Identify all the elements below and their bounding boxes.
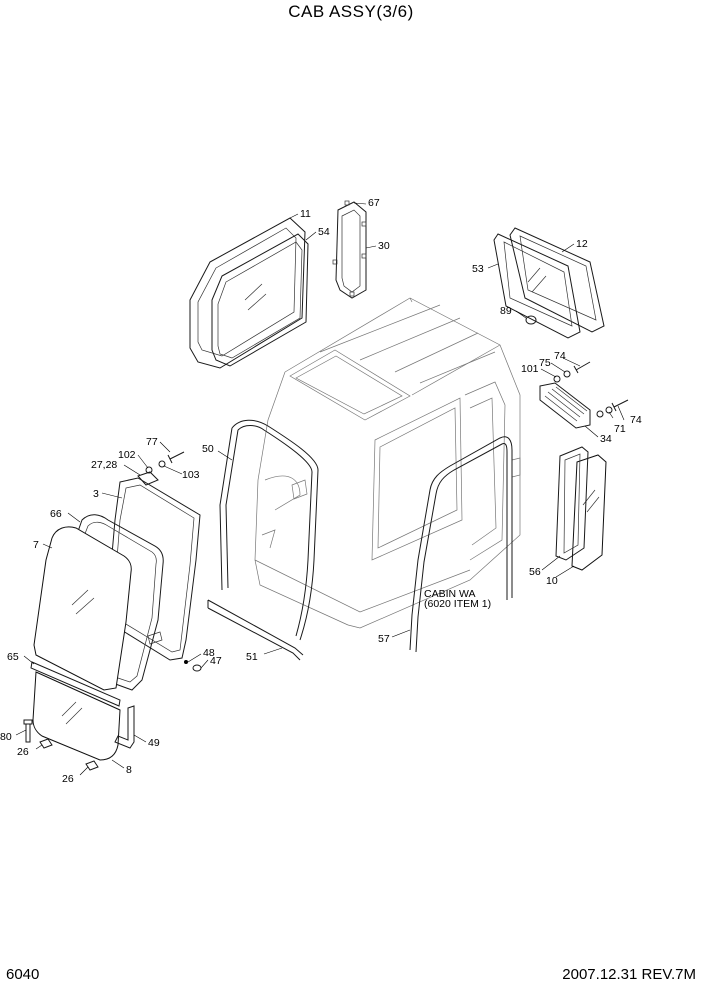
seal-part-57 bbox=[409, 436, 513, 653]
label-part-11: 11 bbox=[300, 208, 311, 220]
label-part-53: 53 bbox=[472, 263, 484, 275]
label-part-74b: 74 bbox=[630, 414, 642, 426]
label-part-66: 66 bbox=[50, 508, 62, 520]
note-line-1: CABIN WA bbox=[424, 588, 476, 600]
seal-part-54 bbox=[211, 233, 309, 367]
label-part-48: 48 bbox=[203, 647, 215, 659]
label-part-80: 80 bbox=[0, 731, 12, 743]
clip-part-26b bbox=[85, 760, 99, 771]
glass-part-10 bbox=[571, 454, 607, 571]
label-part-27-28: 27,28 bbox=[91, 459, 117, 471]
label-part-47: 47 bbox=[210, 655, 222, 667]
label-part-54: 54 bbox=[318, 226, 330, 238]
seal-part-51 bbox=[207, 599, 304, 661]
label-part-49: 49 bbox=[148, 737, 160, 749]
page-number: 6040 bbox=[6, 966, 40, 983]
label-part-89: 89 bbox=[500, 305, 512, 317]
seal-part-49 bbox=[114, 705, 135, 749]
bolt-parts-74-75-101 bbox=[553, 361, 629, 418]
vent-part-34 bbox=[539, 382, 591, 429]
label-part-75: 75 bbox=[539, 357, 551, 369]
label-part-57: 57 bbox=[378, 633, 390, 645]
label-part-7: 7 bbox=[33, 539, 39, 551]
label-part-26a: 26 bbox=[17, 746, 29, 758]
label-part-102: 102 bbox=[118, 449, 136, 461]
hinge-parts-27-28-102 bbox=[137, 451, 185, 486]
label-part-50: 50 bbox=[202, 443, 214, 455]
oring-part-89 bbox=[525, 315, 537, 325]
label-part-3: 3 bbox=[93, 488, 99, 500]
note-line-2: (6020 ITEM 1) bbox=[424, 598, 491, 610]
label-part-34: 34 bbox=[600, 433, 612, 445]
label-part-65: 65 bbox=[7, 651, 19, 663]
label-part-77: 77 bbox=[146, 436, 158, 448]
label-part-51: 51 bbox=[246, 651, 258, 663]
cabin-body bbox=[254, 297, 521, 629]
label-part-26b: 26 bbox=[62, 773, 74, 785]
label-part-103: 103 bbox=[182, 469, 200, 481]
strip-part-65 bbox=[30, 661, 121, 707]
lower-glass-part-8 bbox=[32, 671, 121, 761]
bolt-parts-47-48 bbox=[184, 660, 202, 672]
label-part-30: 30 bbox=[378, 240, 390, 252]
bolt-part-80 bbox=[23, 719, 33, 743]
label-part-101: 101 bbox=[521, 363, 539, 375]
window-part-12 bbox=[509, 227, 605, 333]
label-part-56: 56 bbox=[529, 566, 541, 578]
label-part-12: 12 bbox=[576, 238, 588, 250]
page-title: CAB ASSY(3/6) bbox=[288, 2, 414, 21]
seal-part-50 bbox=[219, 419, 319, 641]
seal-part-53 bbox=[493, 233, 581, 339]
seal-part-66 bbox=[57, 514, 164, 691]
window-part-11 bbox=[189, 217, 306, 369]
clip-part-26a bbox=[39, 738, 53, 749]
label-part-67: 67 bbox=[368, 197, 380, 209]
leader-lines bbox=[15, 202, 625, 776]
label-part-71: 71 bbox=[614, 423, 626, 435]
glass-part-7 bbox=[33, 526, 132, 691]
label-part-8: 8 bbox=[126, 764, 132, 776]
label-part-74a: 74 bbox=[554, 350, 566, 362]
label-part-10: 10 bbox=[546, 575, 558, 587]
revision-date: 2007.12.31 REV.7M bbox=[562, 966, 696, 983]
seal-part-56 bbox=[555, 446, 589, 561]
window-part-67 bbox=[332, 200, 367, 299]
